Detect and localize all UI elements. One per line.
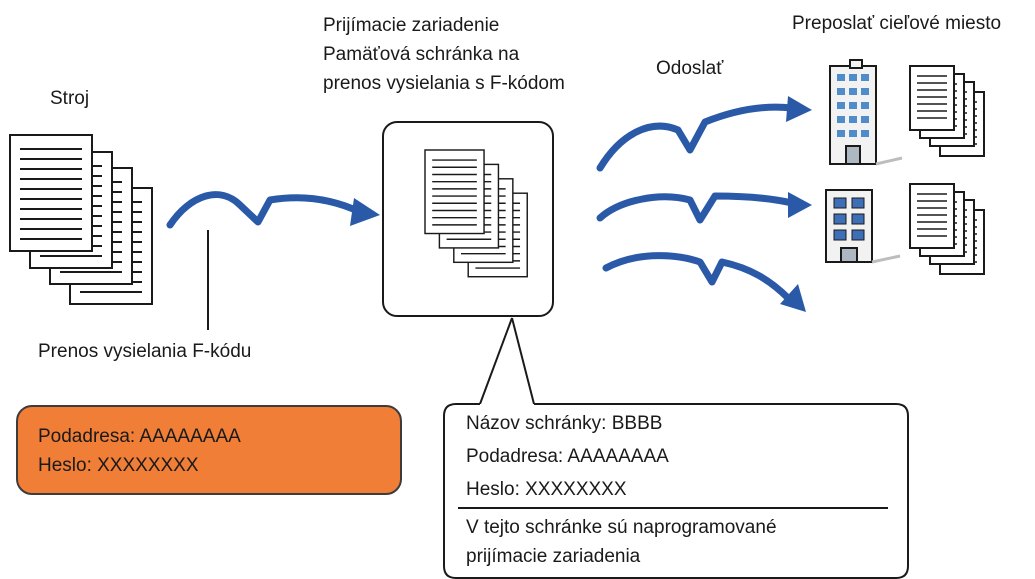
callout-note-line1: V tejto schránke sú naprogramované [466, 517, 777, 538]
send-arrow-bottom-icon [602, 252, 806, 312]
send-arrow-top-icon [596, 96, 812, 172]
forward-destination-label: Preposlať cieľové miesto [792, 13, 1002, 34]
callout-box [443, 403, 909, 579]
callout-note-line2: prijímacie zariadenia [466, 546, 641, 567]
callout-password: Heslo: XXXXXXXX [466, 479, 627, 500]
fcode-transmission-arrow-icon [166, 191, 380, 229]
machine-label: Stroj [50, 88, 90, 109]
receiver-label-line3: prenos vysielania s F-kódom [323, 73, 565, 94]
machine-document-stack-icon [9, 134, 153, 305]
destination-document-stack-icon-2 [909, 183, 985, 275]
fcode-transmission-label: Prenos vysielania F-kódu [38, 341, 252, 362]
send-label: Odoslať [656, 58, 724, 79]
callout-box-name: Názov schránky: BBBB [466, 413, 663, 434]
destination-building-icon-1 [829, 59, 903, 166]
receiver-label-line1: Prijímacie zariadenie [323, 15, 500, 36]
callout-subaddress: Podadresa: AAAAAAAA [466, 446, 669, 467]
sender-subaddress: Podadresa: AAAAAAAA [38, 426, 241, 447]
send-arrow-middle-icon [596, 192, 812, 224]
callout-pointer [480, 318, 534, 404]
destination-building-icon-2 [825, 189, 901, 264]
receiver-label-line2: Pamäťová schránka na [323, 44, 520, 65]
sender-settings-box: Podadresa: AAAAAAAA Heslo: XXXXXXXX [16, 405, 402, 495]
sender-password: Heslo: XXXXXXXX [38, 455, 199, 476]
destination-document-stack-icon-1 [909, 65, 985, 157]
